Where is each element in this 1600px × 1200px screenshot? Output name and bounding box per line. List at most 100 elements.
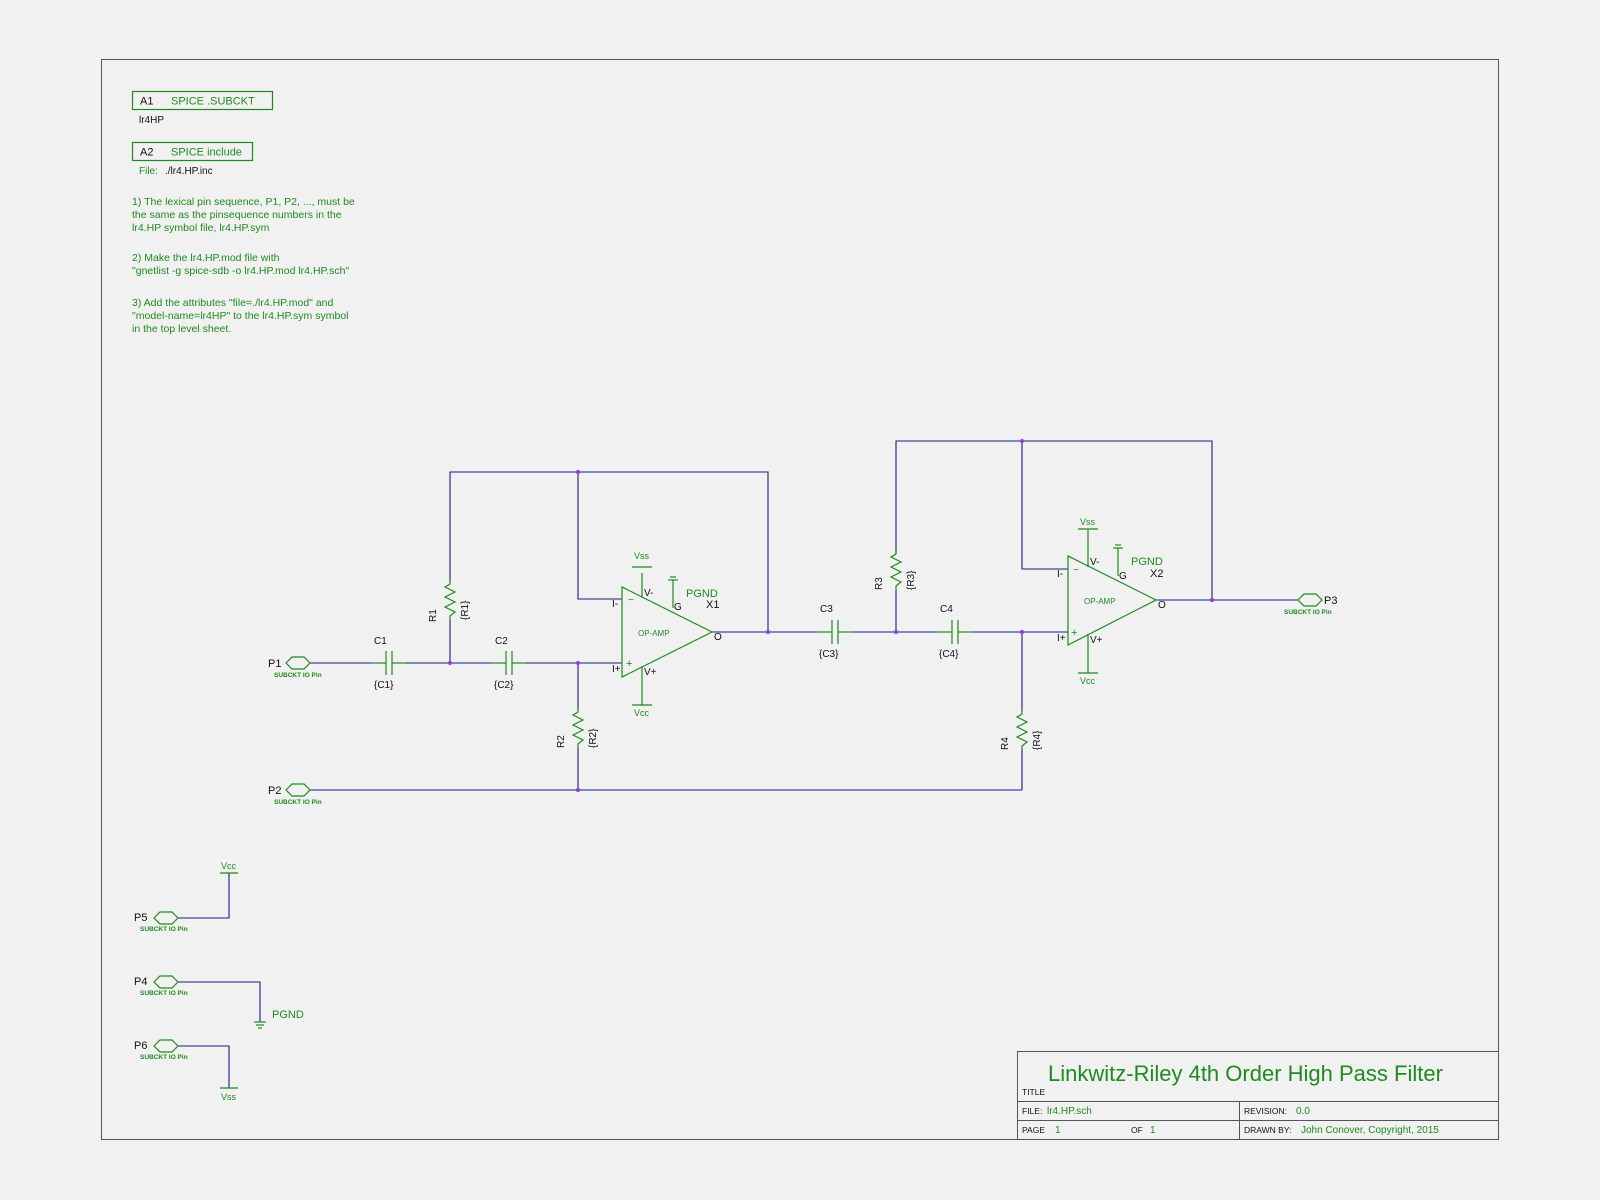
c3-value: {C3} [819,649,839,660]
x1-pgnd-label: PGND [686,588,718,600]
r1-ref: R1 [428,609,439,622]
port-p4-ref: P4 [134,976,147,988]
opamp-x2[interactable]: − + OP-AMP I- I+ O V- V+ G X2 Vss Vcc PG… [1057,517,1166,686]
note-3-line-3: in the top level sheet. [132,323,231,335]
pgnd-label-p4: PGND [272,1009,304,1021]
capacitor-c1[interactable]: C1 {C1} [372,636,406,691]
resistor-r1[interactable]: R1 {R1} [428,580,471,622]
a1-ref: A1 [140,96,153,108]
a2-file-value: ./lr4.HP.inc [165,166,213,177]
vss-symbol-p6: Vss [220,1087,238,1102]
port-p5[interactable]: P5 SUBCKT IO Pin [134,911,188,933]
a1-value: lr4HP [139,115,164,126]
page-label: PAGE [1022,1125,1045,1135]
wire-r1-feedback [449,471,769,632]
x1-ref: X1 [706,599,719,611]
x1-vss-label: Vss [634,551,650,561]
port-p1[interactable]: P1 SUBCKT IO Pin [268,656,322,679]
resistor-r4[interactable]: R4 {R4} [1000,710,1043,750]
r3-ref: R3 [874,577,885,590]
drawn-by-value: John Conover, Copyright, 2015 [1301,1125,1439,1136]
revision-label: REVISION: [1244,1106,1287,1116]
port-p6-ref: P6 [134,1040,147,1052]
port-p2-ref: P2 [268,785,281,797]
capacitor-c2[interactable]: C2 {C2} [492,636,526,691]
x1-pin-noninv: I+ [612,664,621,675]
note-1-line-1: 1) The lexical pin sequence, P1, P2, ...… [132,196,355,208]
vcc-symbol-p5: Vcc [220,861,238,874]
x1-body-label: OP-AMP [638,629,670,638]
file-label: FILE: [1022,1106,1042,1116]
wire-p4-pgnd [178,981,261,1022]
wire-p6-vss [178,1045,230,1088]
port-p3-ref: P3 [1324,595,1337,607]
a1-type: SPICE .SUBCKT [171,96,255,108]
revision-value: 0.0 [1296,1106,1310,1117]
note-2-line-1: 2) Make the lr4.HP.mod file with [132,252,280,264]
port-p3[interactable]: P3 SUBCKT IO Pin [1284,593,1337,616]
wire-r3-feedback [895,440,1213,600]
x2-pin-noninv: I+ [1057,633,1066,644]
port-p2-label: SUBCKT IO Pin [274,799,322,806]
x1-plus-sign: + [626,658,632,670]
port-p1-ref: P1 [268,658,281,670]
a2-type: SPICE include [171,147,242,159]
sheet-border [101,59,1499,1140]
vcc-label-p5: Vcc [221,861,237,871]
port-p2[interactable]: P2 SUBCKT IO Pin [268,783,322,806]
port-p1-label: SUBCKT IO Pin [274,672,322,679]
page-value: 1 [1055,1125,1061,1136]
note-1-line-3: lr4.HP symbol file, lr4.HP.sym [132,222,270,234]
ground-symbol-p4: PGND [254,1009,304,1029]
port-p5-label: SUBCKT IO Pin [140,926,188,933]
c1-value: {C1} [374,680,394,691]
x2-pin-vminus: V- [1090,557,1099,568]
r2-value: {R2} [588,728,599,748]
notes: 1) The lexical pin sequence, P1, P2, ...… [132,196,355,335]
x2-pin-g: G [1119,571,1127,582]
c3-ref: C3 [820,604,833,615]
x2-vcc-label: Vcc [1080,676,1096,686]
capacitor-c4[interactable]: C4 {C4} [938,604,972,660]
x1-pin-g: G [674,602,682,613]
wire-p5-vcc [178,873,230,919]
of-value: 1 [1150,1125,1156,1136]
title-label: TITLE [1022,1087,1045,1097]
x2-pgnd-label: PGND [1131,556,1163,568]
attribute-a2[interactable]: A2 SPICE include File: ./lr4.HP.inc [131,141,254,178]
port-p3-label: SUBCKT IO Pin [1284,609,1332,616]
attribute-a1[interactable]: A1 SPICE .SUBCKT lr4HP [131,90,274,127]
c2-value: {C2} [494,680,514,691]
of-label: OF [1131,1125,1143,1135]
note-3-line-1: 3) Add the attributes "file=./lr4.HP.mod… [132,297,333,309]
capacitor-c3[interactable]: C3 {C3} [818,604,852,660]
note-3-line-2: "model-name=lr4HP" to the lr4.HP.sym sym… [132,310,348,322]
c4-value: {C4} [939,649,959,660]
x1-pin-vplus: V+ [644,667,657,678]
note-2-line-2: "gnetlist -g spice-sdb -o lr4.HP.mod lr4… [132,265,349,277]
wire-x2-inv-feedback [1021,441,1068,570]
x2-body-label: OP-AMP [1084,597,1116,606]
c2-ref: C2 [495,636,508,647]
x1-pin-inv: I- [612,599,618,610]
title-block: Linkwitz-Riley 4th Order High Pass Filte… [1017,1051,1499,1140]
x2-vss-label: Vss [1080,517,1096,527]
drawn-by-label: DRAWN BY: [1244,1125,1291,1135]
junctions [448,439,1214,792]
r3-value: {R3} [906,570,917,590]
c1-ref: C1 [374,636,387,647]
vss-label-p6: Vss [221,1092,237,1102]
port-p6[interactable]: P6 SUBCKT IO Pin [134,1039,188,1061]
resistor-r3[interactable]: R3 {R3} [874,550,917,590]
file-value: lr4.HP.sch [1047,1106,1092,1117]
opamp-x1[interactable]: − + OP-AMP I- I+ O V- V+ G X1 Vss Vcc PG… [612,551,722,718]
x1-pin-vminus: V- [644,588,653,599]
x2-pin-out: O [1158,600,1166,611]
port-p4[interactable]: P4 SUBCKT IO Pin [134,975,188,997]
resistor-r2[interactable]: R2 {R2} [556,708,599,748]
c4-ref: C4 [940,604,953,615]
x2-ref: X2 [1150,568,1163,580]
wire-x1-inv-feedback [577,472,622,600]
r4-ref: R4 [1000,737,1011,750]
